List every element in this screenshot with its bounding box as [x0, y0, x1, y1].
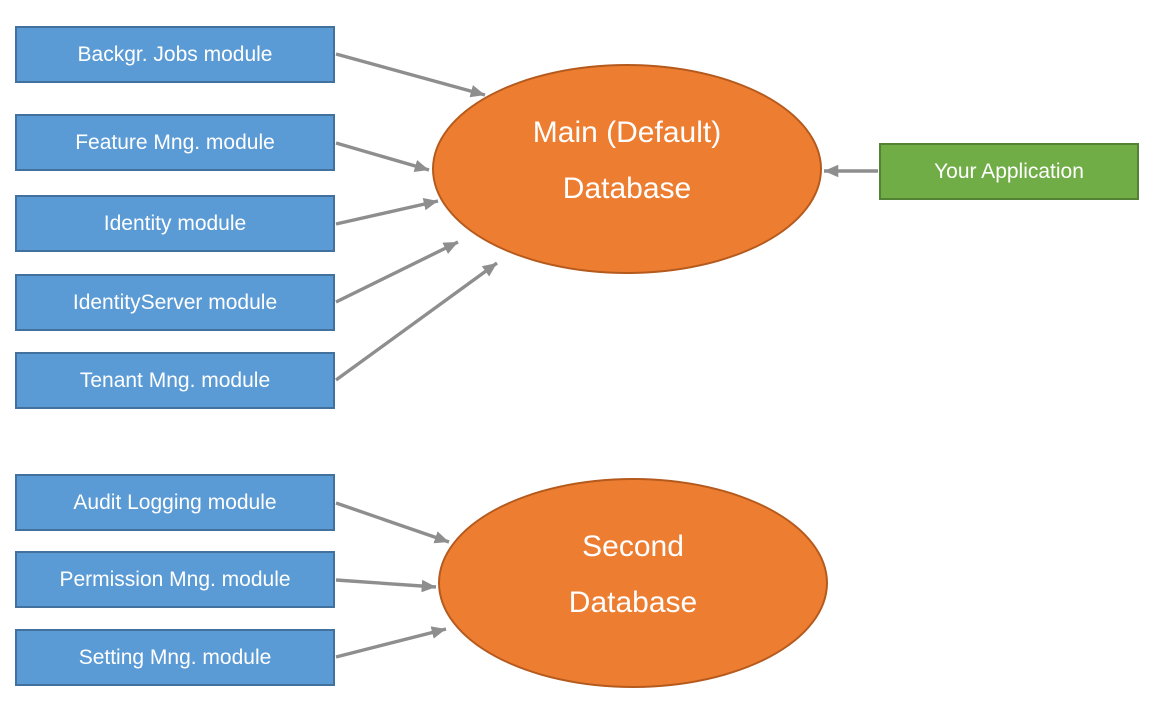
node-permission-mng-module: Permission Mng. module: [15, 551, 335, 608]
node-identity-module: Identity module: [15, 195, 335, 252]
node-label: Second Database: [569, 519, 697, 631]
node-your-application: Your Application: [879, 143, 1139, 200]
main-database-line2: Database: [562, 172, 692, 205]
node-setting-mng-module: Setting Mng. module: [15, 629, 335, 686]
node-label: Tenant Mng. module: [79, 368, 271, 392]
node-label: Main (Default) Database: [533, 105, 721, 217]
node-second-database: Second Database: [438, 478, 828, 688]
connector-arrow-identity-module-to-main-database: [335, 198, 439, 226]
connector-arrow-identityserver-module-to-main-database: [335, 240, 459, 304]
connector-arrow-feature-mng-module-to-main-database: [335, 141, 430, 173]
node-main-database: Main (Default) Database: [432, 64, 822, 274]
node-label: Setting Mng. module: [78, 645, 272, 669]
connector-arrow-tenant-mng-module-to-main-database: [335, 261, 498, 382]
second-database-line1: Second: [582, 530, 684, 563]
main-database-line1: Main (Default): [532, 116, 722, 149]
node-feature-mng-module: Feature Mng. module: [15, 114, 335, 171]
node-label: Your Application: [934, 159, 1084, 183]
node-label: IdentityServer module: [72, 290, 278, 314]
node-identityserver-module: IdentityServer module: [15, 274, 335, 331]
connector-arrow-permission-mng-module-to-second-database: [335, 578, 437, 593]
node-audit-logging-module: Audit Logging module: [15, 474, 335, 531]
node-label: Feature Mng. module: [75, 130, 275, 154]
node-label: Identity module: [103, 211, 247, 235]
connector-arrow-backgr-jobs-module-to-main-database: [335, 52, 486, 98]
connector-arrow-audit-logging-module-to-second-database: [335, 501, 450, 544]
node-tenant-mng-module: Tenant Mng. module: [15, 352, 335, 409]
node-backgr-jobs-module: Backgr. Jobs module: [15, 26, 335, 83]
node-label: Backgr. Jobs module: [77, 42, 273, 66]
node-label: Permission Mng. module: [59, 567, 291, 591]
node-label: Audit Logging module: [73, 490, 277, 514]
second-database-line2: Database: [568, 586, 698, 619]
connector-arrow-setting-mng-module-to-second-database: [335, 626, 447, 659]
